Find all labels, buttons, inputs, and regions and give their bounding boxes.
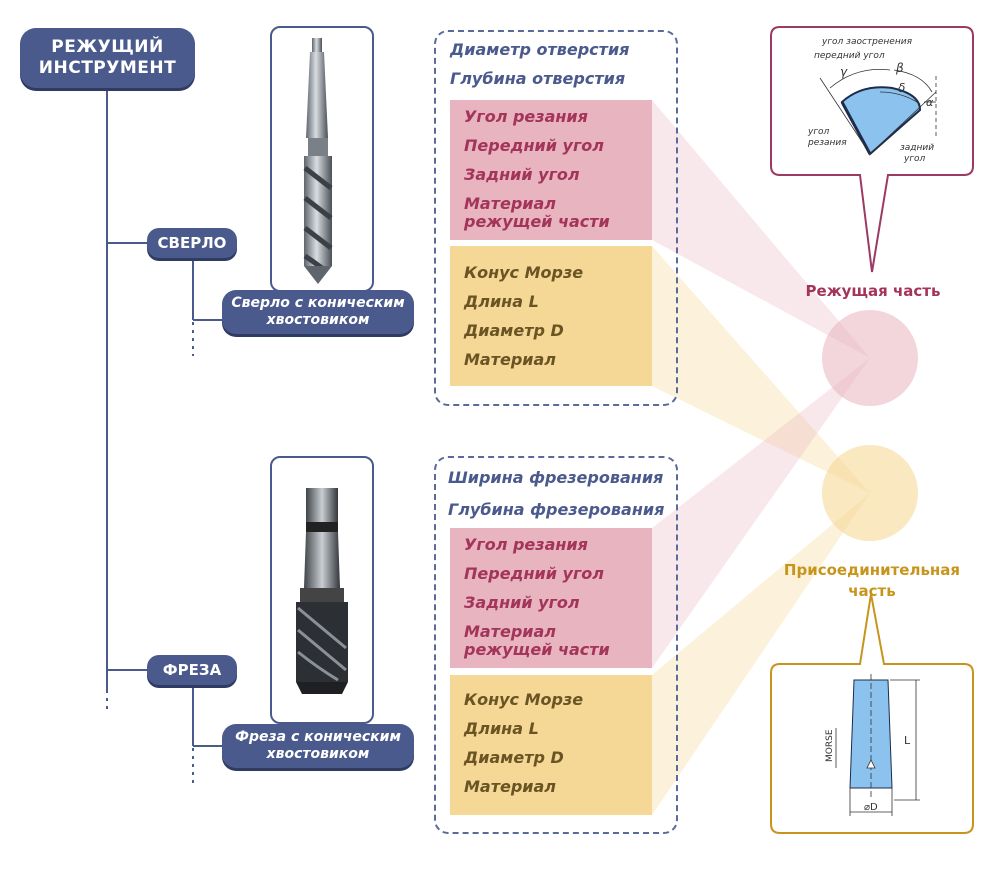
beam-cutting-2 (652, 358, 870, 668)
drill-photo-frame (270, 26, 374, 292)
item-mill-line2: хвостовиком (266, 746, 370, 762)
cutting-part-text: Режущая часть (805, 282, 941, 300)
beam-connecting-1 (652, 246, 870, 493)
label-length: L (904, 734, 911, 747)
beam-connecting-2 (652, 493, 870, 815)
item-mill-line1: Фреза с коническим (235, 729, 401, 745)
mill-param-depth: Глубина фрезерования (448, 500, 665, 519)
category-mill: ФРЕЗА (147, 655, 237, 685)
mill-params-group (434, 456, 678, 834)
mill-cut-angle: Угол резания (464, 535, 588, 554)
category-drill-label: СВЕРЛО (157, 234, 227, 252)
drill-rake-angle: Передний угол (464, 136, 605, 155)
mill-param-width: Ширина фрезерования (448, 468, 664, 487)
item-drill-line2: хвостовиком (266, 312, 370, 328)
mill-connecting-box: Конус Морзе Длина L Диаметр D Материал (450, 675, 652, 815)
drill-param-diameter: Диаметр отверстия (450, 40, 630, 59)
mill-material-line1: Материал (464, 622, 557, 641)
mill-rake-angle: Передний угол (464, 564, 605, 583)
drill-connecting-box: Конус Морзе Длина L Диаметр D Материал (450, 246, 652, 386)
label-beta: β (895, 61, 904, 75)
connecting-part-label: Присоединительная часть (770, 560, 974, 602)
item-mill: Фреза с коническим хвостовиком (222, 724, 414, 768)
item-drill: Сверло с коническим хвостовиком (222, 290, 414, 334)
mill-photo-frame (270, 456, 374, 724)
mill-image (296, 488, 348, 694)
drill-image (303, 38, 333, 284)
category-drill: СВЕРЛО (147, 228, 237, 258)
label-cutting-angle-2: резания (807, 138, 847, 148)
label-clearance-angle-2: угол (903, 154, 926, 164)
connecting-part-line1: Присоединительная (783, 561, 961, 579)
root-label-line2: ИНСТРУМЕНТ (38, 58, 177, 78)
mill-material-line2: режущей части (464, 640, 610, 659)
taper-callout: MORSE L ⌀D (770, 593, 974, 834)
connecting-part-line2: часть (848, 582, 896, 600)
item-drill-line1: Сверло с коническим (231, 295, 405, 311)
label-alpha: α (926, 96, 934, 109)
beam-cutting-1 (652, 100, 870, 358)
drill-morse-taper: Конус Морзе (464, 263, 584, 282)
label-diameter: ⌀D (864, 802, 878, 813)
drill-params-group (434, 30, 678, 406)
label-clearance-angle-1: задний (900, 143, 934, 153)
mill-diameter: Диаметр D (464, 748, 564, 767)
drill-diameter: Диаметр D (464, 321, 564, 340)
category-mill-label: ФРЕЗА (162, 661, 222, 679)
connecting-part-circle (822, 445, 918, 541)
cutting-part-label: Режущая часть (790, 282, 956, 300)
root-node: РЕЖУЩИЙ ИНСТРУМЕНТ (20, 28, 195, 88)
mill-clearance-angle: Задний угол (464, 593, 580, 612)
drill-cutting-box: Угол резания Передний угол Задний угол М… (450, 100, 652, 240)
drill-material-line2: режущей части (464, 212, 610, 231)
drill-length: Длина L (464, 292, 539, 311)
angle-callout: угол заостренения передний угол γ β δ α … (770, 26, 974, 273)
mill-length: Длина L (464, 719, 539, 738)
mill-morse-taper: Конус Морзе (464, 690, 584, 709)
label-rake-angle: передний угол (814, 51, 885, 61)
label-gamma: γ (840, 65, 848, 79)
mill-cutting-box: Угол резания Передний угол Задний угол М… (450, 528, 652, 668)
label-cutting-angle-1: угол (807, 127, 830, 137)
drill-clearance-angle: Задний угол (464, 165, 580, 184)
cutting-part-circle (822, 310, 918, 406)
label-delta: δ (898, 81, 905, 95)
drill-cut-angle: Угол резания (464, 107, 588, 126)
drill-material: Материал (464, 350, 557, 369)
drill-material-line1: Материал (464, 194, 557, 213)
root-label-line1: РЕЖУЩИЙ (51, 37, 164, 57)
drill-param-depth: Глубина отверстия (450, 69, 626, 88)
mill-material: Материал (464, 777, 557, 796)
label-morse: MORSE (825, 729, 835, 762)
label-sharpening-angle: угол заостренения (821, 37, 913, 47)
